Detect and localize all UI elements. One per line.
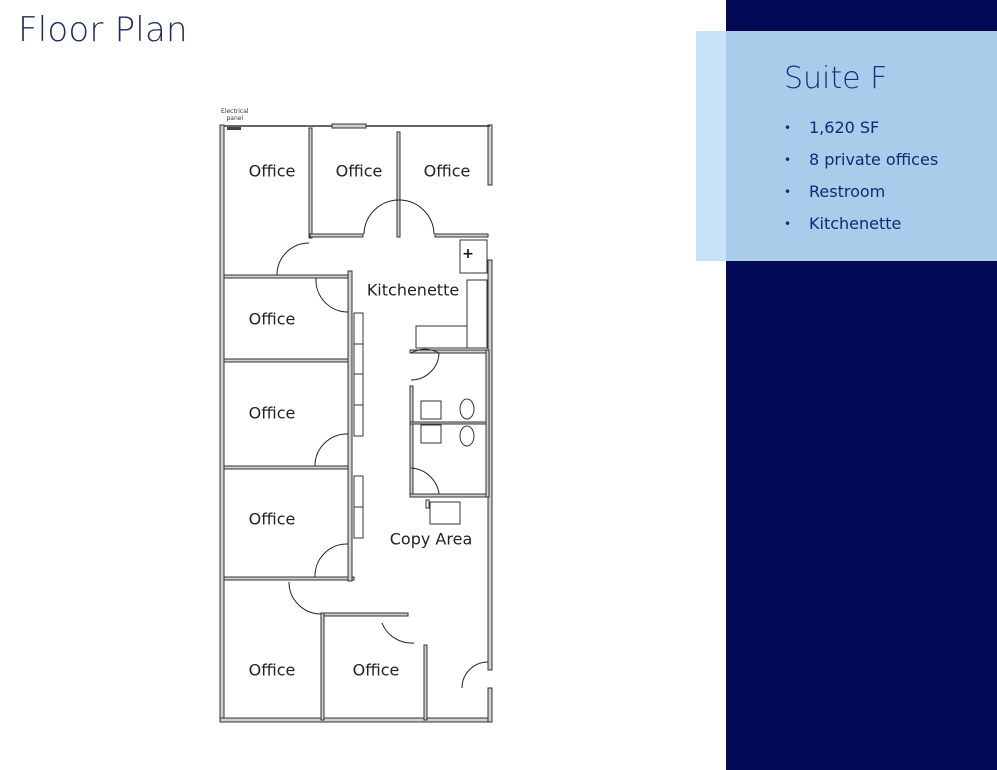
- bullet-icon: •: [784, 217, 792, 231]
- feature-item: •Restroom: [784, 181, 938, 213]
- electrical-panel-label: Electrical panel: [221, 108, 249, 122]
- room-label-kitchenette: Kitchenette: [366, 280, 460, 300]
- room-label-office: Office: [335, 161, 383, 181]
- feature-item: •Kitchenette: [784, 213, 938, 245]
- room-label-office: Office: [248, 309, 296, 329]
- room-label-office: Office: [352, 660, 400, 680]
- room-label-office: Office: [248, 509, 296, 529]
- bullet-icon: •: [784, 121, 792, 135]
- suite-info-box: Suite F •1,620 SF •8 private offices •Re…: [726, 31, 997, 261]
- feature-item: •8 private offices: [784, 149, 938, 181]
- svg-text:+: +: [462, 246, 474, 262]
- floor-plan-svg: +: [219, 123, 493, 723]
- room-label-office: Office: [248, 161, 296, 181]
- page-title: Floor Plan: [18, 10, 188, 50]
- room-label-office: Office: [248, 403, 296, 423]
- floor-plan-drawing: + Electrical panel Office Office Office …: [210, 100, 500, 730]
- suite-features-list: •1,620 SF •8 private offices •Restroom •…: [784, 117, 938, 245]
- info-box-accent: [696, 31, 726, 261]
- bullet-icon: •: [784, 153, 792, 167]
- bullet-icon: •: [784, 185, 792, 199]
- feature-item: •1,620 SF: [784, 117, 938, 149]
- room-label-office: Office: [423, 161, 471, 181]
- room-label-office: Office: [248, 660, 296, 680]
- room-label-copy-area: Copy Area: [389, 529, 473, 549]
- suite-title: Suite F: [784, 61, 888, 96]
